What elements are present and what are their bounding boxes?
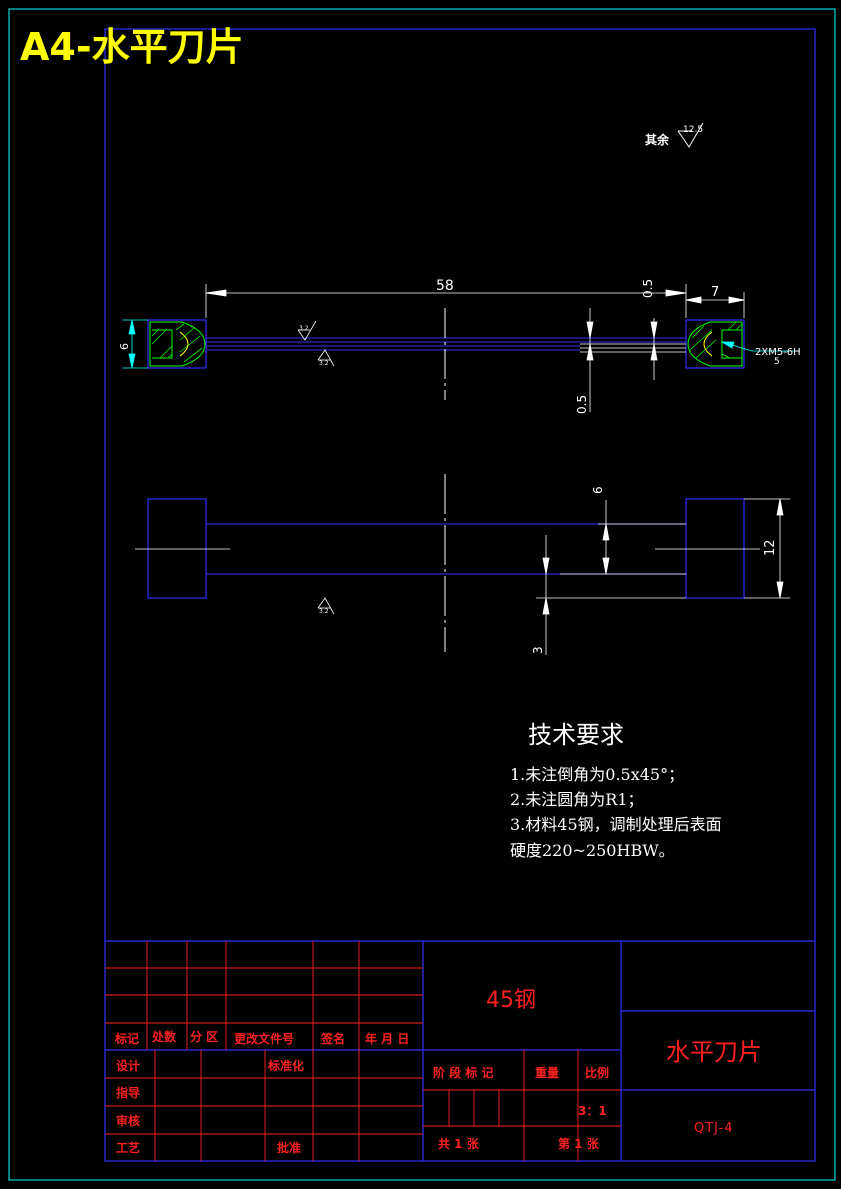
hdr-count: 处数: [151, 1029, 177, 1044]
sheet-title: A4-水平刀片: [20, 25, 244, 69]
thread-spec: 2XM5-6H: [755, 347, 801, 358]
row-standard: 标准化: [267, 1058, 304, 1073]
roughness-mark-2: [317, 349, 335, 367]
weight-label: 重量: [535, 1065, 559, 1080]
svg-text:3.2: 3.2: [319, 608, 329, 615]
dimension-end-length: [685, 292, 745, 318]
scale-value: 3：1: [578, 1104, 607, 1118]
roughness-note: 其余: [645, 132, 670, 147]
general-roughness: 其余 12.5: [645, 122, 704, 148]
right-block-side: [685, 498, 745, 599]
dimension-blade: [560, 500, 686, 575]
row-process: 工艺: [116, 1140, 140, 1155]
inner-frame: [104, 28, 816, 1162]
hdr-mark: 标记: [114, 1031, 139, 1046]
sheet-number: 第 1 张: [558, 1136, 600, 1151]
left-block-side: [147, 498, 207, 599]
side-view: 12 6 3 3.2: [135, 474, 790, 655]
left-end-block: [147, 319, 207, 369]
dim-length-text: 58: [436, 278, 454, 294]
hdr-date: 年 月 日: [365, 1031, 409, 1046]
roughness-mark-1: [297, 320, 317, 341]
svg-text:3.2: 3.2: [299, 325, 309, 332]
row-review: 审核: [116, 1113, 140, 1128]
dimension-step: [536, 535, 686, 655]
row-guide: 指导: [116, 1085, 140, 1100]
dim-gap-top-text: 0.5: [641, 279, 655, 298]
svg-text:3.2: 3.2: [319, 360, 329, 367]
material: 45钢: [486, 988, 536, 1013]
stage-label: 阶 段 标 记: [433, 1065, 494, 1080]
tech-line-2: 2.未注圆角为R1；: [510, 790, 644, 809]
dim-height-text: 6: [118, 343, 131, 350]
outer-border: [8, 8, 836, 1181]
technical-requirements: 技术要求 1.未注倒角为0.5x45°； 2.未注圆角为R1； 3.材料45钢，…: [510, 721, 722, 860]
right-end-block: [685, 319, 745, 369]
dimension-length: [205, 284, 687, 318]
title-block: 标记 处数 分 区 更改文件号 签名 年 月 日 设计 标准化 指导 审核 工艺…: [105, 940, 815, 1161]
thread-depth: 5: [774, 357, 780, 367]
scale-label: 比例: [585, 1065, 609, 1080]
hdr-zone: 分 区: [190, 1029, 218, 1044]
dim-gap-bottom-text: 0.5: [575, 395, 589, 414]
tech-line-3: 3.材料45钢，调制处理后表面: [510, 815, 722, 834]
tech-line-1: 1.未注倒角为0.5x45°；: [510, 765, 684, 784]
row-design: 设计: [116, 1058, 140, 1073]
tech-heading: 技术要求: [528, 721, 624, 749]
dim-end-len-text: 7: [711, 285, 719, 300]
roughness-mark-3: [317, 597, 335, 615]
hdr-change-doc: 更改文件号: [234, 1031, 294, 1046]
total-sheets: 共 1 张: [438, 1136, 480, 1151]
hdr-sign: 签名: [320, 1031, 345, 1046]
dim-blade-text: 6: [591, 486, 605, 494]
tech-line-4: 硬度220~250HBW。: [510, 841, 675, 860]
front-view: 58 0.5 0.5 7 6: [118, 278, 801, 414]
roughness-symbol: [677, 122, 704, 148]
dimension-thickness: [744, 498, 790, 599]
thread-leader: [720, 341, 800, 352]
roughness-value: 12.5: [683, 125, 703, 135]
dimension-height: [122, 319, 148, 369]
drawing-number: QTJ-4: [694, 1121, 734, 1136]
part-name: 水平刀片: [666, 1038, 762, 1066]
row-approve: 批准: [277, 1140, 301, 1155]
dim-thick-text: 12: [763, 539, 778, 556]
dim-step-text: 3: [531, 646, 545, 654]
